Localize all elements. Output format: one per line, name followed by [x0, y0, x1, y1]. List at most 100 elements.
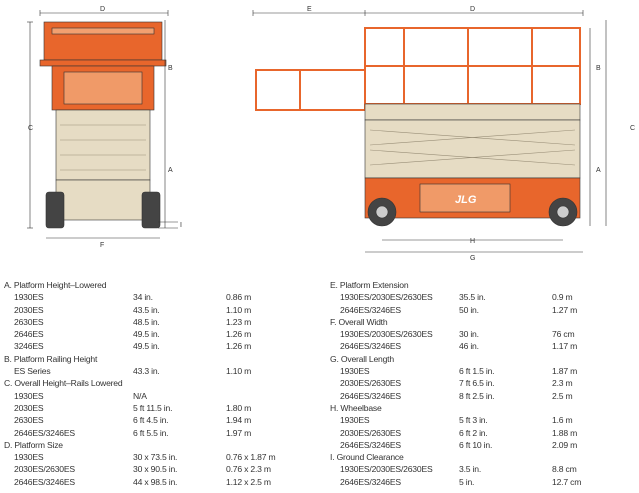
- spec-metric: 0.86 m: [226, 292, 252, 303]
- spec-metric: 1.26 m: [226, 341, 252, 352]
- spec-metric: 1.94 m: [226, 415, 252, 426]
- spec-section-title: G. Overall Length: [330, 353, 394, 364]
- spec-imperial: 50 in.: [459, 304, 479, 315]
- spec-model: 1930ES/2030ES/2630ES: [340, 464, 433, 475]
- dim-label-c-side: C: [630, 125, 635, 132]
- spec-imperial: 30 x 73.5 in.: [133, 452, 178, 463]
- spec-model: 1930ES/2030ES/2630ES: [340, 329, 433, 340]
- spec-imperial: 6 ft 4.5 in.: [133, 415, 169, 426]
- spec-imperial: 44 x 98.5 in.: [133, 476, 178, 487]
- spec-metric: 76 cm: [552, 329, 575, 340]
- spec-row: 1930ES 5 ft 3 in. 1.6 m: [330, 414, 635, 426]
- spec-imperial: 8 ft 2.5 in.: [459, 390, 495, 401]
- spec-model: 2646ES: [14, 329, 44, 340]
- spec-model: 2030ES/2630ES: [14, 464, 75, 475]
- spec-imperial: 30 in.: [459, 329, 479, 340]
- spec-metric: 1.27 m: [552, 304, 578, 315]
- spec-metric: 12.7 cm: [552, 476, 582, 487]
- spec-metric: 1.10 m: [226, 366, 252, 377]
- spec-imperial: N/A: [133, 390, 147, 401]
- spec-metric: 0.76 x 2.3 m: [226, 464, 271, 475]
- side-view-diagram: [252, 10, 607, 253]
- spec-metric: 1.87 m: [552, 366, 578, 377]
- spec-row: 2030ES 43.5 in. 1.10 m: [4, 304, 314, 316]
- spec-section-title: I. Ground Clearance: [330, 452, 404, 463]
- dim-label-i: I: [180, 222, 182, 229]
- spec-model: 2030ES: [14, 402, 44, 413]
- spec-imperial: 5 in.: [459, 476, 475, 487]
- spec-metric: 0.76 x 1.87 m: [226, 452, 276, 463]
- spec-metric: 2.09 m: [552, 439, 578, 450]
- spec-imperial: 7 ft 6.5 in.: [459, 378, 495, 389]
- spec-model: 2630ES: [14, 415, 44, 426]
- spec-row: 2646ES/3246ES 8 ft 2.5 in. 2.5 m: [330, 390, 635, 402]
- spec-imperial: 5 ft 11.5 in.: [133, 402, 173, 413]
- spec-section-title: C. Overall Height–Rails Lowered: [4, 378, 123, 389]
- jlg-logo: JLG: [455, 194, 477, 206]
- dim-label-h: H: [470, 238, 475, 245]
- front-view-diagram: [27, 10, 178, 239]
- spec-row: 2630ES 6 ft 4.5 in. 1.94 m: [4, 414, 314, 426]
- dim-label-a: A: [168, 167, 173, 174]
- spec-metric: 1.10 m: [226, 304, 252, 315]
- spec-metric: 1.12 x 2.5 m: [226, 476, 271, 487]
- spec-model: 2646ES/3246ES: [340, 341, 401, 352]
- spec-imperial: 49.5 in.: [133, 341, 160, 352]
- spec-metric: 2.3 m: [552, 378, 573, 389]
- dim-label-c: C: [28, 125, 33, 132]
- spec-metric: 1.88 m: [552, 427, 578, 438]
- dim-label-g: G: [470, 255, 475, 262]
- spec-section-title: F. Overall Width: [330, 316, 388, 327]
- spec-model: 2646ES/3246ES: [340, 439, 401, 450]
- spec-imperial: 30 x 90.5 in.: [133, 464, 178, 475]
- spec-metric: 2.5 m: [552, 390, 573, 401]
- spec-metric: 1.80 m: [226, 402, 252, 413]
- spec-metric: 0.9 m: [552, 292, 573, 303]
- spec-imperial: 46 in.: [459, 341, 479, 352]
- spec-imperial: 49.5 in.: [133, 329, 160, 340]
- spec-model: 1930ES/2030ES/2630ES: [340, 292, 433, 303]
- spec-row: 1930ES/2030ES/2630ES 30 in. 76 cm: [330, 328, 635, 340]
- spec-model: 1930ES: [340, 415, 370, 426]
- spec-metric: 1.17 m: [552, 341, 578, 352]
- dim-label-e: E: [307, 6, 312, 13]
- spec-section-title: H. Wheelbase: [330, 402, 382, 413]
- spec-section-title: D. Platform Size: [4, 439, 63, 450]
- spec-imperial: 5 ft 3 in.: [459, 415, 488, 426]
- spec-metric: 1.97 m: [226, 427, 252, 438]
- spec-metric: 1.26 m: [226, 329, 252, 340]
- spec-section-title: A. Platform Height–Lowered: [4, 280, 107, 290]
- spec-metric: 1.6 m: [552, 415, 573, 426]
- spec-imperial: 6 ft 1.5 in.: [459, 366, 495, 377]
- spec-model: 2030ES/2630ES: [340, 427, 401, 438]
- dim-label-d: D: [100, 6, 105, 13]
- spec-model: 1930ES: [14, 452, 44, 463]
- spec-imperial: 43.5 in.: [133, 304, 160, 315]
- spec-model: 2646ES/3246ES: [340, 390, 401, 401]
- spec-row: 1930ES N/A: [4, 390, 314, 402]
- spec-model: 2030ES: [14, 304, 44, 315]
- spec-imperial: 35.5 in.: [459, 292, 486, 303]
- spec-model: ES Series: [14, 366, 51, 377]
- spec-model: 1930ES: [14, 390, 44, 401]
- spec-model: 3246ES: [14, 341, 44, 352]
- spec-model: 2646ES/3246ES: [14, 427, 75, 438]
- spec-model: 1930ES: [340, 366, 370, 377]
- spec-imperial: 6 ft 5.5 in.: [133, 427, 169, 438]
- spec-section-title: E. Platform Extension: [330, 280, 409, 290]
- spec-row: 1930ES/2030ES/2630ES 35.5 in. 0.9 m: [330, 291, 635, 303]
- spec-row: 2030ES 5 ft 11.5 in. 1.80 m: [4, 402, 314, 414]
- dim-label-d-side: D: [470, 6, 475, 13]
- spec-section-title: B. Platform Railing Height: [4, 353, 98, 364]
